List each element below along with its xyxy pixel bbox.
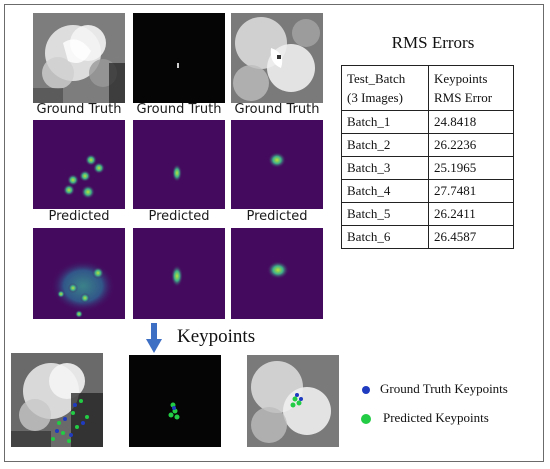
batch-cell: Batch_5 xyxy=(341,202,429,226)
caption-predicted-3: Predicted xyxy=(246,209,308,224)
keypoints-overlay-1 xyxy=(11,353,103,447)
caption-ground-truth-2: Ground Truth xyxy=(136,102,222,117)
rms-errors-table: Test_Batch (3 Images) Keypoints RMS Erro… xyxy=(341,65,514,249)
caption-predicted-1: Predicted xyxy=(48,209,110,224)
mask-image-1 xyxy=(133,13,225,103)
rms-errors-title: RMS Errors xyxy=(391,33,475,52)
batch-cell: Batch_1 xyxy=(341,110,429,134)
batch-cell: Batch_2 xyxy=(341,133,429,157)
ground-truth-heatmap-1 xyxy=(33,120,125,209)
column-header-test-batch: Test_Batch (3 Images) xyxy=(341,65,429,111)
header-keypoints-line2: RMS Error xyxy=(434,90,493,105)
predicted-heatmap-3 xyxy=(231,228,323,319)
keypoints-label: Keypoints xyxy=(177,326,256,347)
batch-cell: Batch_6 xyxy=(341,225,429,249)
predicted-heatmap-2 xyxy=(133,228,225,319)
column-header-keypoints-rms: Keypoints RMS Error xyxy=(428,65,514,111)
figure: Ground Truth Ground Truth Ground Truth xyxy=(4,4,544,462)
error-cell: 25.1965 xyxy=(428,156,514,180)
caption-ground-truth-3: Ground Truth xyxy=(234,102,320,117)
error-cell: 26.2236 xyxy=(428,133,514,157)
ground-truth-heatmap-2 xyxy=(133,120,225,209)
caption-predicted-2: Predicted xyxy=(148,209,210,224)
predicted-legend-label: Predicted Keypoints xyxy=(383,410,489,425)
ground-truth-heatmap-3 xyxy=(231,120,323,209)
satellite-image-1 xyxy=(33,13,125,103)
error-cell: 26.2411 xyxy=(428,202,514,226)
error-cell: 27.7481 xyxy=(428,179,514,203)
ground-truth-legend-label: Ground Truth Keypoints xyxy=(380,381,508,396)
predicted-heatmap-1 xyxy=(33,228,125,319)
error-cell: 26.4587 xyxy=(428,225,514,249)
batch-cell: Batch_4 xyxy=(341,179,429,203)
header-test-batch-line2: (3 Images) xyxy=(347,90,403,105)
keypoints-overlay-2 xyxy=(129,355,221,447)
header-keypoints-line1: Keypoints xyxy=(434,71,488,86)
batch-cell: Batch_3 xyxy=(341,156,429,180)
table-header-row: Test_Batch (3 Images) Keypoints RMS Erro… xyxy=(341,65,514,111)
predicted-legend-marker xyxy=(361,414,371,424)
satellite-image-2 xyxy=(231,13,323,103)
header-test-batch-line1: Test_Batch xyxy=(347,71,406,86)
keypoints-overlay-3 xyxy=(247,355,339,447)
caption-ground-truth-1: Ground Truth xyxy=(36,102,122,117)
error-cell: 24.8418 xyxy=(428,110,514,134)
down-arrow-icon xyxy=(146,323,162,353)
ground-truth-legend-marker xyxy=(362,386,370,394)
